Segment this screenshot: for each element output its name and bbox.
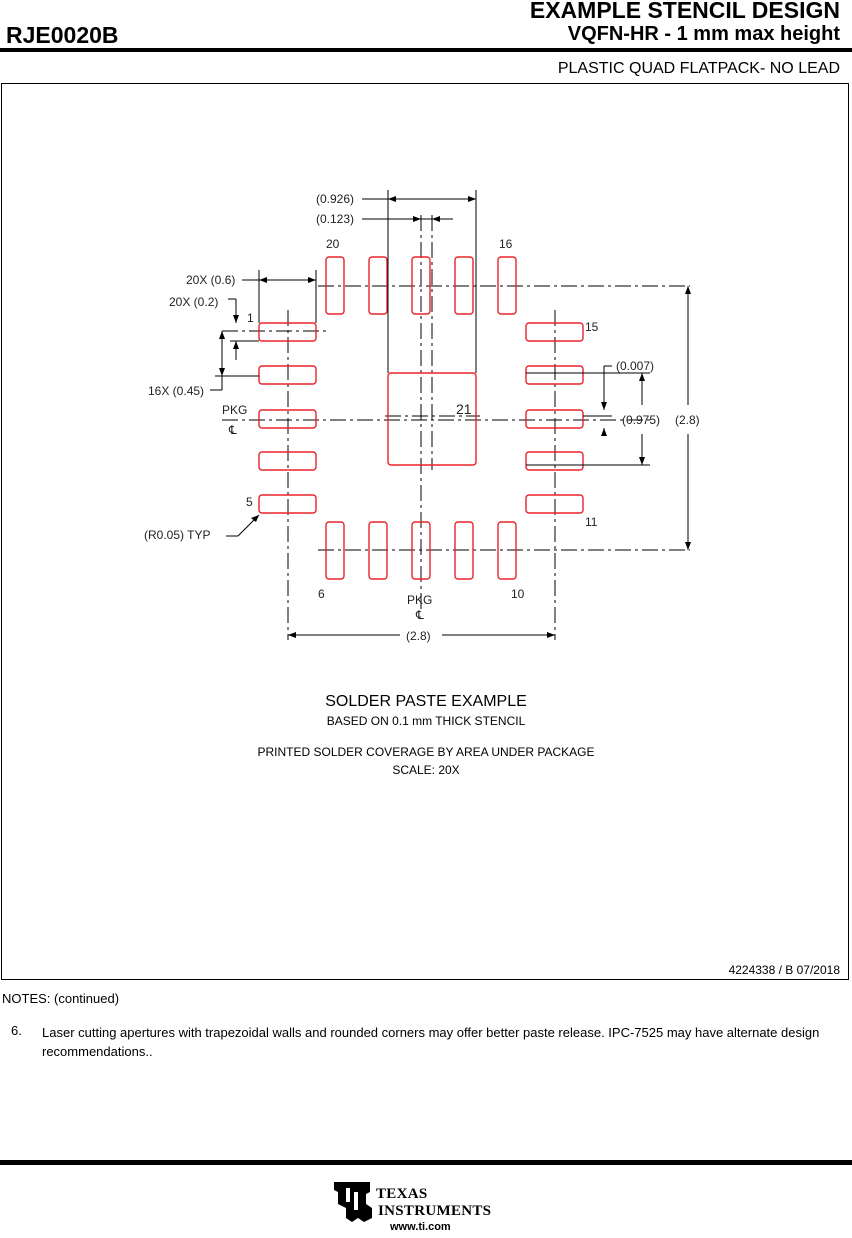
dimension-labels: (0.926) (0.123) 20X (0.6) 20X (0.2) 16X … <box>144 192 700 643</box>
dim-label-20x02: 20X (0.2) <box>169 295 218 309</box>
pkg-label-bottom: PKG <box>407 593 432 607</box>
texas-instruments-logo-icon <box>334 1182 372 1222</box>
pad-top-17 <box>454 256 474 315</box>
dim-label-28-bottom: (2.8) <box>406 629 431 643</box>
pad-right-15 <box>525 322 584 342</box>
pin-label-6: 6 <box>318 587 325 601</box>
pad-bottom-9 <box>454 521 474 580</box>
pin-label-5: 5 <box>246 495 253 509</box>
dim-label-28-right: (2.8) <box>675 413 700 427</box>
part-number: RJE0020B <box>6 22 119 48</box>
pad-bottom-7 <box>368 521 388 580</box>
pad-top-20 <box>325 256 345 315</box>
pad-top-19 <box>368 256 388 315</box>
pkg-label-left: PKG <box>222 403 247 417</box>
pad-left-1 <box>258 322 317 342</box>
pad-right-13 <box>525 409 584 429</box>
pad-top-18 <box>411 256 431 315</box>
package-type: PLASTIC QUAD FLATPACK- NO LEAD <box>557 60 840 77</box>
pin-label-21: 21 <box>456 401 472 417</box>
logo-wordmark-line2: INSTRUMENTS <box>378 1203 492 1219</box>
thermal-pad-21 <box>387 372 477 466</box>
pin-label-20: 20 <box>326 237 340 251</box>
notes-heading: NOTES: (continued) <box>2 991 120 1006</box>
dim-label-0007: (0.007) <box>616 359 654 373</box>
pad-bottom-6 <box>325 521 345 580</box>
pad-right-11 <box>525 494 584 514</box>
centerline-symbol-bottom: ℄ <box>415 608 424 622</box>
note-number: 6. <box>11 1023 22 1038</box>
note-text: Laser cutting apertures with trapezoidal… <box>42 1025 820 1059</box>
caption-stencil: BASED ON 0.1 mm THICK STENCIL <box>326 714 526 728</box>
dimension-arrows <box>219 196 691 638</box>
page-title: EXAMPLE STENCIL DESIGN <box>529 0 840 23</box>
caption-coverage: PRINTED SOLDER COVERAGE BY AREA UNDER PA… <box>257 745 595 759</box>
centerlines <box>222 215 690 640</box>
pin-labels: 1 5 6 10 11 15 16 20 21 <box>246 237 599 601</box>
pad-left-4 <box>258 451 317 471</box>
dim-label-0926: (0.926) <box>316 192 354 206</box>
pin-label-11: 11 <box>585 515 598 529</box>
pin-label-15: 15 <box>585 320 599 334</box>
pad-bottom-8 <box>411 521 431 580</box>
pad-right-14 <box>525 365 584 385</box>
pin-label-16: 16 <box>499 237 513 251</box>
dim-label-20x06: 20X (0.6) <box>186 273 235 287</box>
dim-label-r005: (R0.05) TYP <box>144 528 210 542</box>
document-reference: 4224338 / B 07/2018 <box>728 963 840 977</box>
page-subtitle: VQFN-HR - 1 mm max height <box>567 23 840 45</box>
drawing-frame <box>1 83 849 980</box>
pads <box>258 256 584 580</box>
footer-url[interactable]: www.ti.com <box>390 1221 451 1233</box>
header-rule <box>0 48 852 52</box>
dim-label-0975: (0.975) <box>622 413 660 427</box>
pin-label-1: 1 <box>247 311 254 325</box>
logo-wordmark-line1: TEXAS <box>376 1186 428 1202</box>
dim-label-0123: (0.123) <box>316 212 354 226</box>
dimension-lines <box>210 190 689 636</box>
centerline-symbol-left: ℄ <box>228 423 237 437</box>
pad-left-2 <box>258 365 317 385</box>
dim-label-16x045: 16X (0.45) <box>148 384 204 398</box>
pad-right-12 <box>525 451 584 471</box>
pad-left-3 <box>258 409 317 429</box>
pkg-labels: PKG ℄ PKG ℄ <box>222 403 432 622</box>
caption-scale: SCALE: 20X <box>392 763 460 777</box>
pin-label-10: 10 <box>511 587 525 601</box>
footer-rule <box>0 1160 852 1165</box>
pad-left-5 <box>258 494 317 514</box>
pad-top-16 <box>497 256 517 315</box>
caption-title: SOLDER PASTE EXAMPLE <box>325 693 527 710</box>
pad-bottom-10 <box>497 521 517 580</box>
